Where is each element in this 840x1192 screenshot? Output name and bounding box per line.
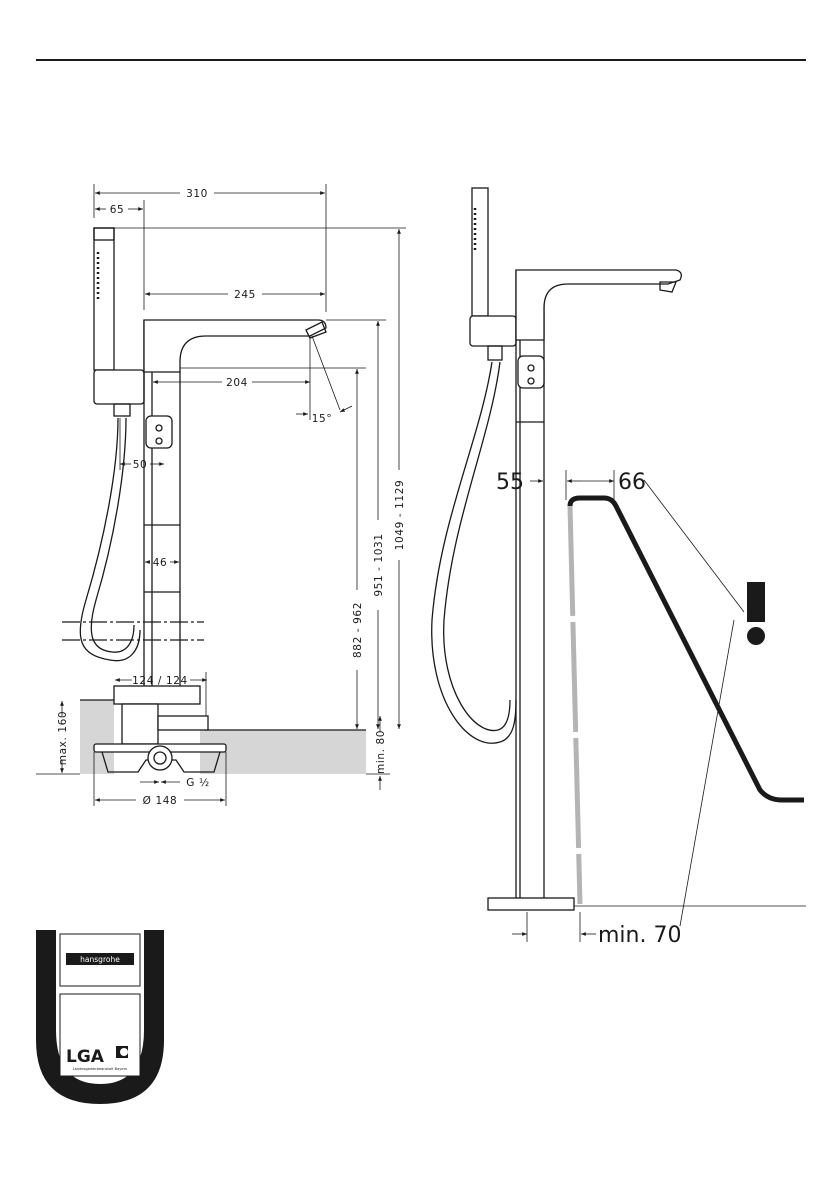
dim-hose-connector: 50 [133, 459, 148, 471]
mixer-handle [146, 416, 172, 448]
dim-spout-reach: 245 [234, 289, 256, 301]
dim-66: 66 [618, 470, 646, 495]
side-dimension-lines [512, 470, 744, 942]
dim-thread: G ½ [186, 777, 209, 789]
side-base-plate [488, 898, 574, 910]
side-handshower [472, 188, 488, 316]
side-mixer-handle [518, 356, 544, 388]
dim-spout-angle: 15° [312, 413, 332, 425]
dim-overall-height: 1049 - 1129 [394, 480, 406, 551]
dim-wall-distances: 124 / 124 [132, 675, 188, 687]
dim-max-depth: max. 160 [57, 711, 69, 765]
side-hose [432, 362, 516, 743]
dim-column-height: 951 - 1031 [373, 533, 385, 596]
dim-min-depth: min. 80 [375, 730, 387, 774]
dim-total-width: 310 [186, 188, 208, 200]
spout [144, 320, 326, 372]
hose [80, 418, 140, 661]
front-elevation [62, 228, 366, 774]
floor-section [80, 700, 114, 774]
dim-column-width: 46 [153, 557, 168, 569]
side-spout [516, 270, 681, 340]
dim-handshower-offset: 65 [110, 204, 125, 216]
warning-icon [747, 582, 765, 622]
dim-min-70: min. 70 [598, 923, 681, 948]
dim-base-diameter: Ø 148 [143, 795, 178, 807]
dim-spout-height: 882 - 962 [352, 602, 364, 658]
bathtub-rim [570, 498, 804, 800]
dim-55: 55 [496, 470, 524, 495]
bathtub-wall-inner [570, 506, 580, 904]
handshower-holder [94, 370, 144, 404]
mounting-body [114, 686, 200, 704]
cert-logo-text: LGA [66, 1047, 105, 1067]
brand-label: hansgrohe [80, 955, 120, 964]
outlet-connector [148, 746, 172, 770]
cert-subtext: Landesgewerbeanstalt Bayern [73, 1067, 128, 1071]
certification-badge: hansgrohe LGA Landesgewerbeanstalt Bayer… [36, 930, 164, 1104]
dim-body-to-spout: 204 [226, 377, 248, 389]
side-view [432, 188, 806, 910]
mounting-body [122, 704, 158, 744]
side-holder [470, 316, 516, 346]
